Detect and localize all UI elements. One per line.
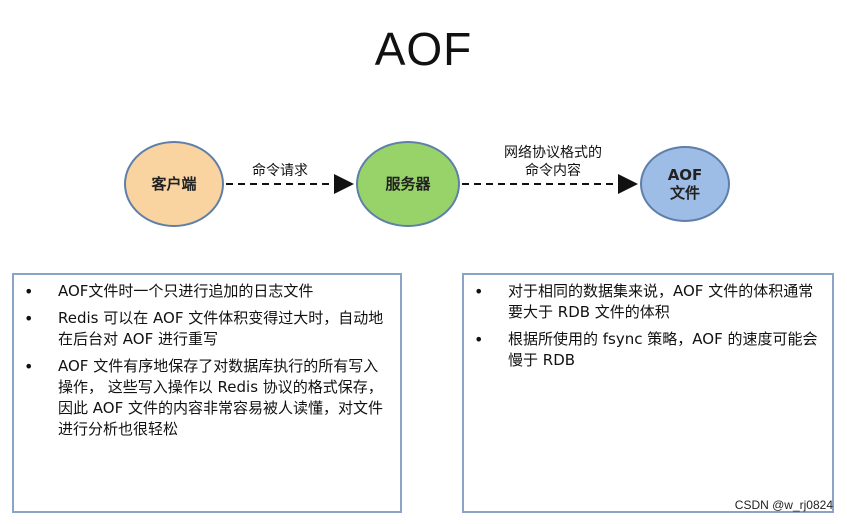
feature-item-1: AOF文件时一个只进行追加的日志文件 (14, 281, 386, 302)
protocol-label-line1: 网络协议格式的 (504, 145, 602, 161)
csdn-watermark: CSDN @w_rj0824 (734, 498, 833, 512)
server-label: 服务器 (385, 175, 431, 193)
command-request-label: 命令请求 (252, 163, 308, 179)
aof-label-line1: AOF (667, 166, 703, 184)
diagram-title: AOF (374, 23, 473, 75)
drawback-item-2: 根据所使用的 fsync 策略，AOF 的速度可能会慢于 RDB (464, 329, 818, 371)
aof-features-list: AOF文件时一个只进行追加的日志文件 Redis 可以在 AOF 文件体积变得过… (14, 275, 400, 440)
aof-drawbacks-list: 对于相同的数据集来说，AOF 文件的体积通常要大于 RDB 文件的体积 根据所使… (464, 275, 832, 371)
aof-drawbacks-box: 对于相同的数据集来说，AOF 文件的体积通常要大于 RDB 文件的体积 根据所使… (462, 273, 834, 513)
aof-label-line2: 文件 (669, 184, 700, 202)
client-node: 客户端 (124, 141, 224, 227)
drawback-item-1: 对于相同的数据集来说，AOF 文件的体积通常要大于 RDB 文件的体积 (464, 281, 818, 323)
aof-features-box: AOF文件时一个只进行追加的日志文件 Redis 可以在 AOF 文件体积变得过… (12, 273, 402, 513)
feature-item-2: Redis 可以在 AOF 文件体积变得过大时，自动地在后台对 AOF 进行重写 (14, 308, 386, 350)
protocol-label: 网络协议格式的 命令内容 (488, 144, 618, 180)
feature-item-3: AOF 文件有序地保存了对数据库执行的所有写入操作， 这些写入操作以 Redis… (14, 356, 386, 440)
protocol-label-line2: 命令内容 (525, 163, 581, 179)
server-node: 服务器 (356, 141, 460, 227)
aof-file-node: AOF 文件 (640, 146, 730, 222)
client-label: 客户端 (151, 175, 197, 193)
